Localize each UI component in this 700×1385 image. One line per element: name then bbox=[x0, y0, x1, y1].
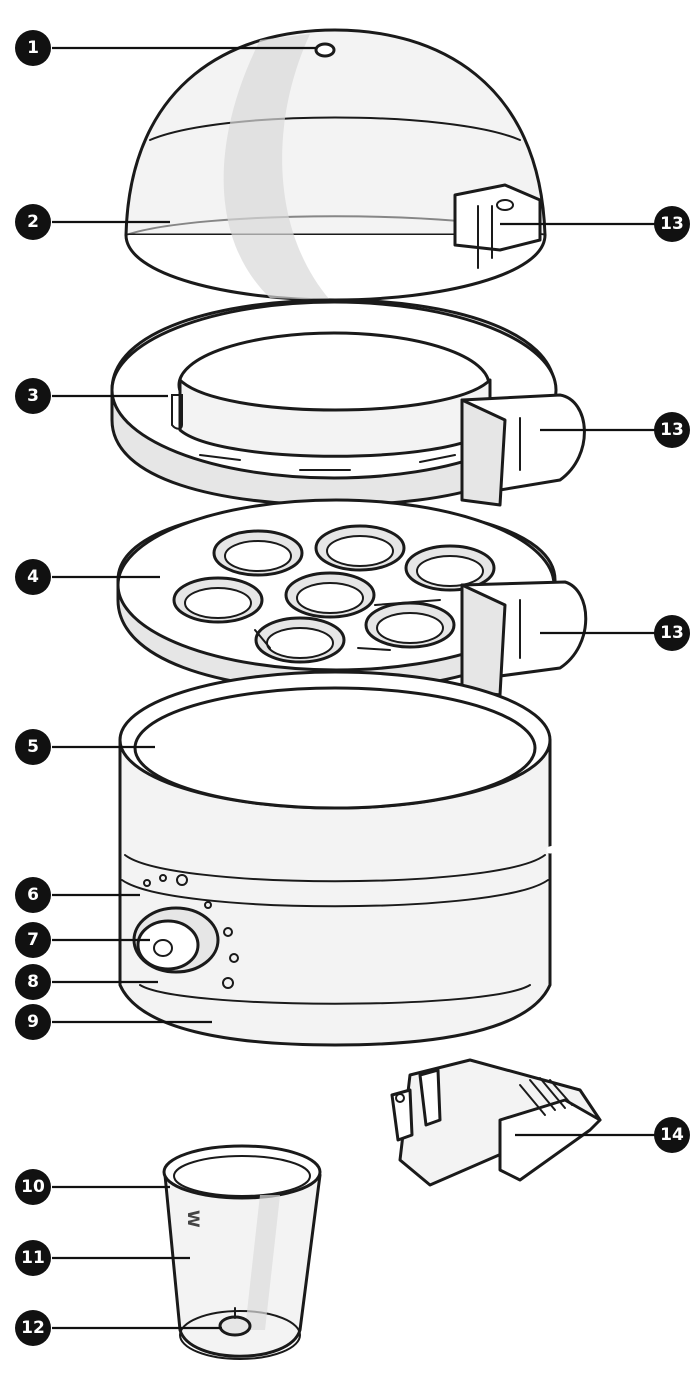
label-13-lid: 13 bbox=[654, 206, 690, 242]
label-11: 11 bbox=[15, 1240, 51, 1276]
svg-text:7: 7 bbox=[27, 930, 39, 950]
egg-holder-handle bbox=[460, 580, 588, 697]
svg-text:11: 11 bbox=[21, 1248, 45, 1268]
label-3: 3 bbox=[15, 378, 51, 414]
lid-dome bbox=[124, 28, 547, 302]
svg-text:13: 13 bbox=[660, 214, 684, 234]
svg-text:13: 13 bbox=[660, 420, 684, 440]
label-10: 10 bbox=[15, 1169, 51, 1205]
label-13-tray: 13 bbox=[654, 412, 690, 448]
label-1: 1 bbox=[15, 30, 51, 66]
svg-text:3: 3 bbox=[27, 386, 39, 406]
egg-holder bbox=[116, 498, 588, 697]
egg-wells bbox=[172, 524, 496, 664]
svg-text:1: 1 bbox=[27, 38, 39, 58]
svg-text:12: 12 bbox=[21, 1318, 45, 1338]
svg-text:9: 9 bbox=[27, 1012, 39, 1032]
measuring-cup: W bbox=[162, 1144, 322, 1360]
label-2: 2 bbox=[15, 204, 51, 240]
label-12: 12 bbox=[15, 1310, 51, 1346]
svg-text:5: 5 bbox=[27, 737, 39, 757]
label-14: 14 bbox=[654, 1117, 690, 1153]
svg-text:4: 4 bbox=[27, 567, 39, 587]
leader-lines bbox=[52, 46, 655, 1330]
label-6: 6 bbox=[15, 877, 51, 913]
svg-text:6: 6 bbox=[27, 885, 39, 905]
label-8: 8 bbox=[15, 964, 51, 1000]
lid-handle bbox=[453, 183, 542, 269]
label-7: 7 bbox=[15, 922, 51, 958]
label-5: 5 bbox=[15, 729, 51, 765]
egg-piercer bbox=[218, 1307, 252, 1337]
svg-text:14: 14 bbox=[660, 1125, 684, 1145]
mains-plug bbox=[390, 1058, 602, 1187]
steam-vent bbox=[314, 42, 336, 58]
label-13-holder: 13 bbox=[654, 615, 690, 651]
control-dial[interactable] bbox=[132, 906, 220, 974]
svg-text:8: 8 bbox=[27, 972, 39, 992]
svg-text:10: 10 bbox=[21, 1177, 45, 1197]
svg-text:13: 13 bbox=[660, 623, 684, 643]
label-4: 4 bbox=[15, 559, 51, 595]
steaming-tray bbox=[110, 298, 586, 507]
tray-handle bbox=[460, 393, 586, 507]
svg-text:2: 2 bbox=[27, 212, 39, 232]
base-unit bbox=[118, 670, 624, 1129]
cup-measurement-marks: W bbox=[184, 1210, 203, 1228]
indicator-dots bbox=[143, 874, 239, 989]
label-9: 9 bbox=[15, 1004, 51, 1040]
